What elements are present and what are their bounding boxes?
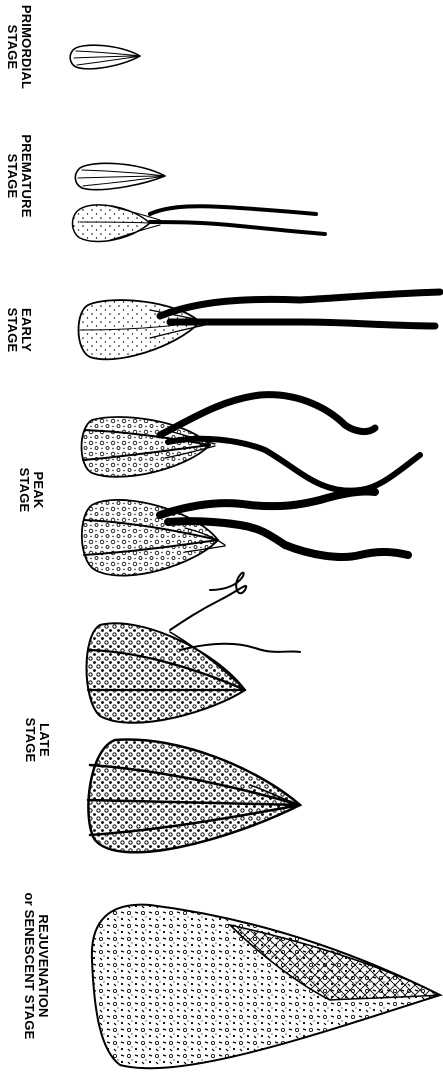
early-flower — [78, 292, 440, 359]
late-flower-1 — [87, 573, 301, 723]
senescent-fruit — [92, 905, 440, 1069]
late-flower-2 — [88, 740, 300, 853]
peak-flower-1 — [82, 395, 421, 491]
peak-flower-2 — [82, 491, 408, 575]
premature-flower — [73, 205, 326, 242]
premature-bud — [75, 163, 165, 189]
primordial-bud — [70, 45, 140, 69]
